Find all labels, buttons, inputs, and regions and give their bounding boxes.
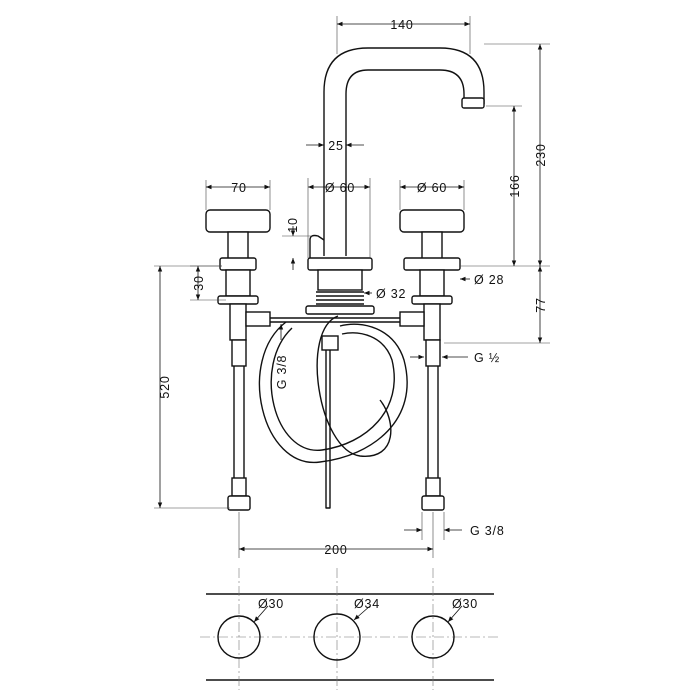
handle-left-valve: [229, 303, 247, 341]
dim-base-height: 30: [192, 275, 206, 291]
handle-left-outlet: [245, 311, 271, 327]
supply-line-left: [227, 339, 251, 511]
handle-left-body: [225, 269, 251, 297]
supply-right-bottom-fitting: [425, 477, 441, 497]
handle-left-base: [219, 257, 257, 271]
spout-hose-loop: [316, 315, 392, 457]
dim-height-total: 230: [534, 143, 548, 166]
deck-hole-right: [411, 615, 455, 659]
supply-right-hose: [427, 366, 439, 478]
dim-spout-base-diameter: Ø 32: [376, 287, 406, 301]
handle-right-base: [403, 257, 461, 271]
spout-aerator: [461, 97, 485, 109]
dim-base-diameter-right: Ø 28: [474, 273, 504, 287]
dim-handle-diameter-right: Ø 60: [417, 181, 447, 195]
spout: [305, 47, 485, 509]
supply-right-top-fitting: [425, 339, 441, 367]
mixing-hose-loop-outer: [258, 321, 408, 463]
spout-mount: [317, 269, 363, 291]
deck-hole-center: [313, 613, 361, 661]
spout-base: [307, 257, 373, 271]
spout-thread: [316, 291, 364, 305]
handle-left-cross: [205, 209, 271, 233]
mixing-hose-loop-inner: [270, 327, 395, 451]
handle-right-cross: [399, 209, 465, 233]
pop-up-connector: [321, 335, 339, 351]
pop-up-rod: [325, 340, 331, 509]
supply-right-nut: [421, 495, 445, 511]
hose-connection-bar: [270, 317, 400, 323]
supply-left-top-fitting: [231, 339, 247, 367]
dim-supply-length: 520: [158, 375, 172, 398]
dim-lift-rod-height: 10: [286, 217, 300, 233]
dim-height-outlet: 166: [508, 174, 522, 197]
dim-spout-width: 25: [328, 139, 344, 153]
hoses: [258, 315, 408, 463]
handle-right-valve: [423, 303, 441, 341]
dim-spout-diameter: Ø 60: [325, 181, 355, 195]
supply-left-bottom-fitting: [231, 477, 247, 497]
dimension-lines: [154, 16, 550, 558]
dimension-labels: 140 25 Ø 60 70 Ø 60 10 230 166 30 Ø 28 Ø…: [158, 18, 548, 611]
handle-right: [399, 209, 465, 341]
handle-right-nut: [411, 295, 453, 305]
dim-outlet-thread: G 3/8: [470, 524, 505, 538]
dim-handle-width: 70: [231, 181, 247, 195]
dim-spacing: 200: [324, 543, 347, 557]
supply-line-right: [421, 339, 445, 511]
deck-hole-left: [217, 615, 261, 659]
lift-rod: [309, 234, 325, 258]
handle-left-stem: [227, 231, 249, 261]
handle-right-body: [419, 269, 445, 297]
dim-spout-reach: 140: [390, 18, 413, 32]
dim-inlet-thread: G ½: [474, 351, 500, 365]
supply-left-nut: [227, 495, 251, 511]
dim-hole-right: Ø30: [452, 597, 478, 611]
dim-hose-thread: G 3/8: [275, 355, 289, 390]
handle-left: [205, 209, 271, 341]
handle-right-outlet: [399, 311, 425, 327]
deck-hole-plan: [200, 568, 500, 690]
dim-hole-left: Ø30: [258, 597, 284, 611]
spout-nut: [305, 305, 375, 315]
supply-left-hose: [233, 366, 245, 478]
dim-hole-center: Ø34: [354, 597, 380, 611]
handle-right-stem: [421, 231, 443, 261]
dim-below-deck: 77: [534, 297, 548, 313]
